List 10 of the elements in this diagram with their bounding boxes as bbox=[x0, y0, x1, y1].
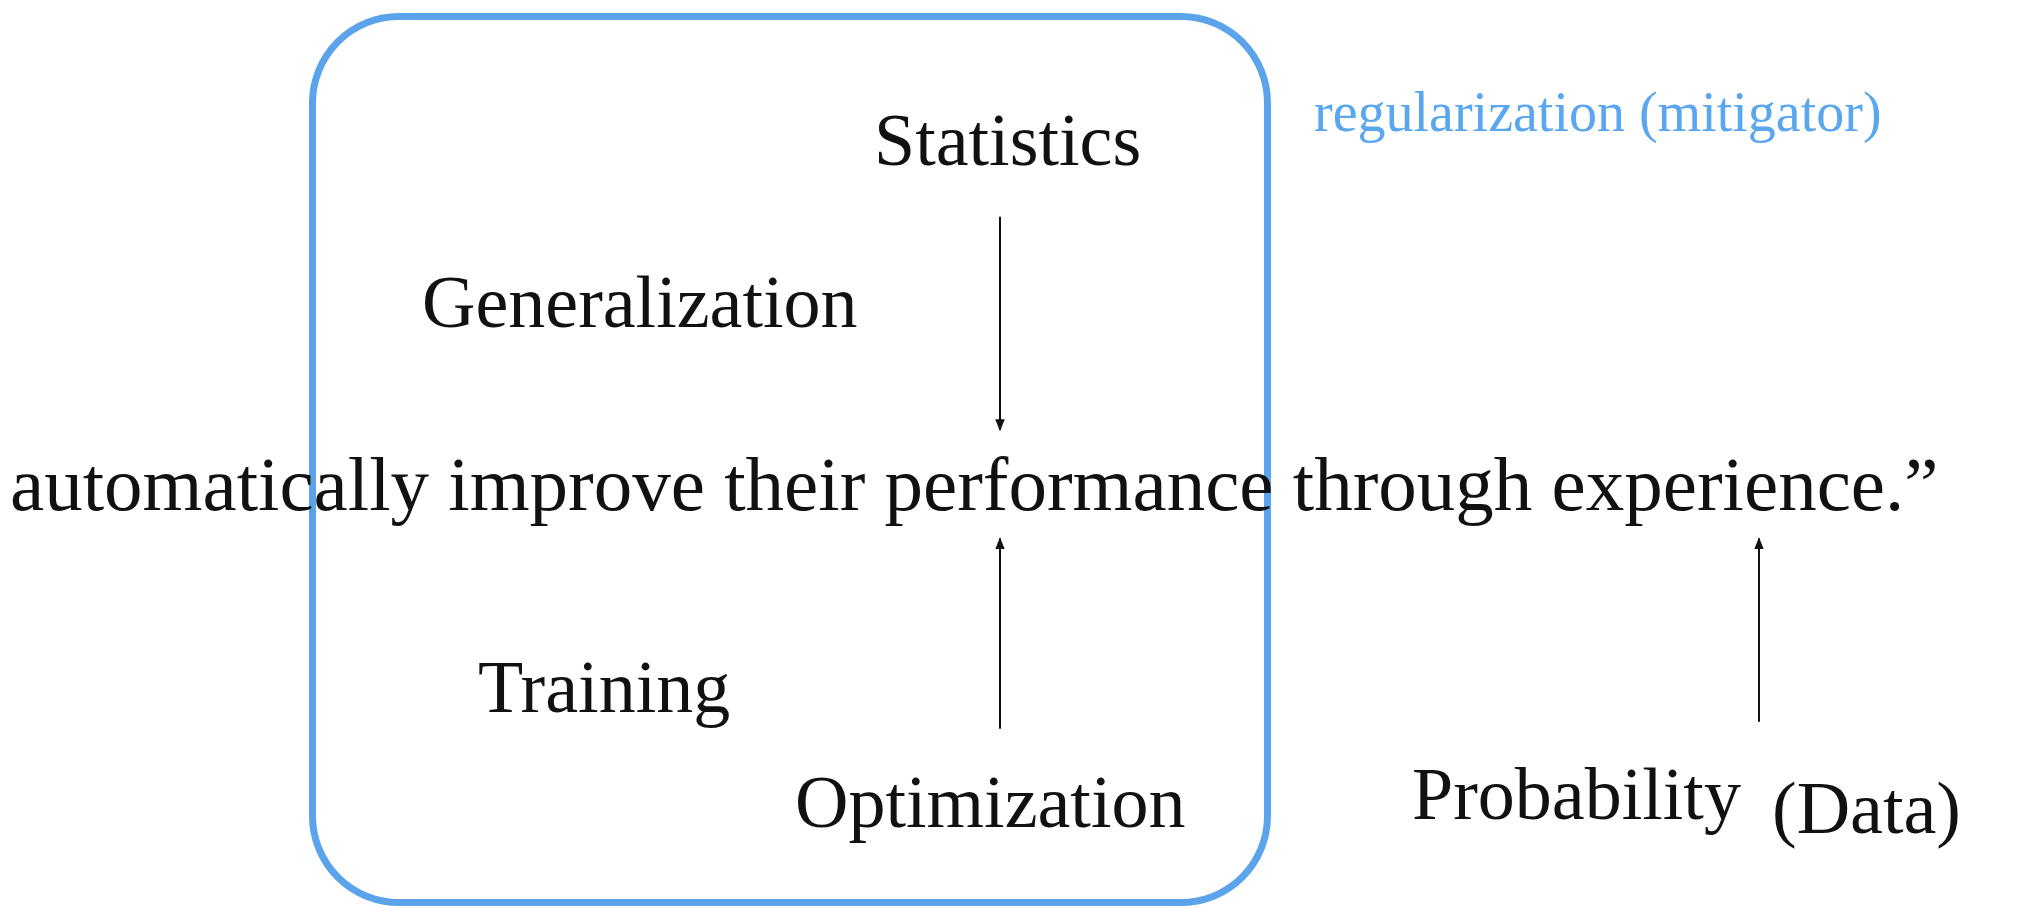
concept-label: Statistics bbox=[874, 98, 1142, 184]
arrow bbox=[995, 215, 1005, 432]
arrow bbox=[1754, 537, 1764, 723]
side-note: (Data) bbox=[1772, 766, 1961, 851]
annotation-text: regularization (mitigator) bbox=[1314, 80, 1882, 145]
arrow bbox=[995, 537, 1005, 730]
concept-label: Probability bbox=[1412, 752, 1741, 838]
concept-label: Optimization bbox=[795, 760, 1186, 846]
concept-label: Generalization bbox=[422, 260, 858, 346]
concept-label: Training bbox=[478, 645, 731, 731]
